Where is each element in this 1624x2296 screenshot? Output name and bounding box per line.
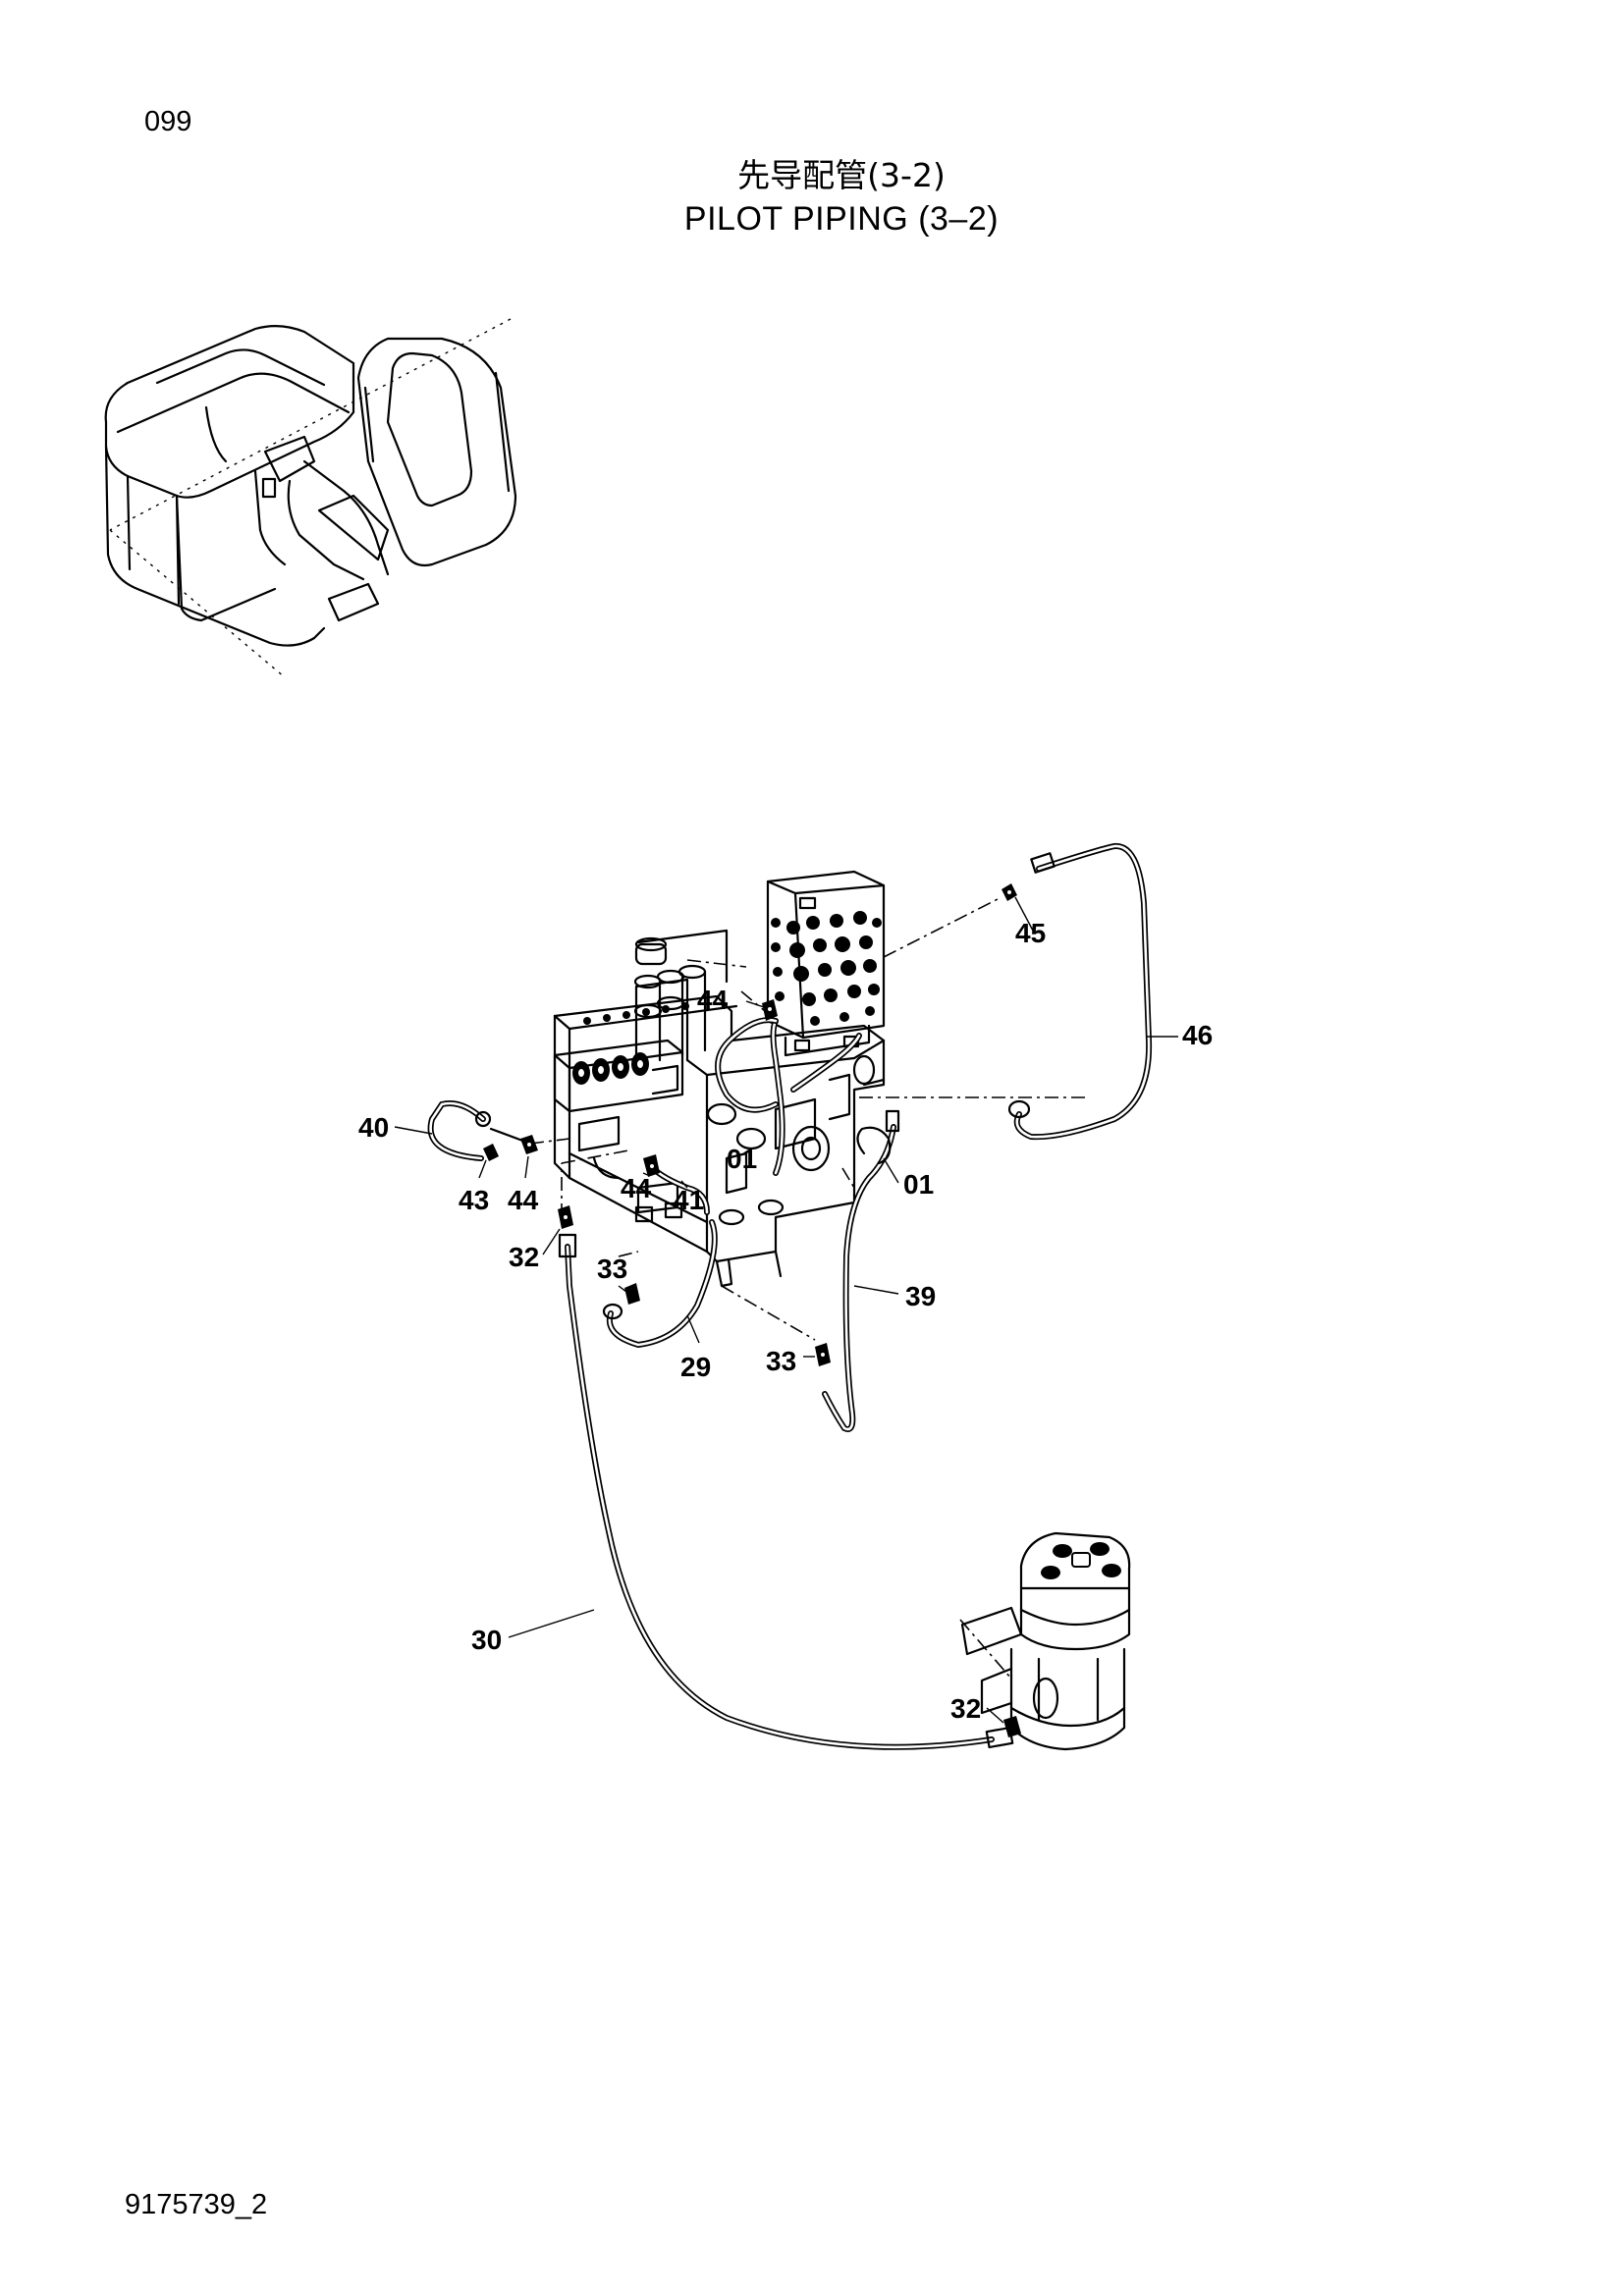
callout-39: 39 (905, 1281, 936, 1311)
callout-44-left: 44 (508, 1185, 539, 1215)
fitting-33-lower (815, 1343, 831, 1366)
callout-01-center: 01 (727, 1144, 757, 1174)
leader-lines (394, 896, 1178, 1724)
diagram-title-chinese: 先导配管(3-2) (737, 156, 946, 194)
pilot-device-lower (960, 1531, 1131, 1751)
callout-33-lower: 33 (766, 1346, 796, 1376)
callout-01-right: 01 (903, 1169, 934, 1200)
fitting-45 (1001, 883, 1017, 901)
fitting-44-top (762, 999, 778, 1021)
callout-32-lower: 32 (950, 1693, 981, 1724)
fitting-32-lower (1003, 1716, 1021, 1737)
document-code: 9175739_2 (125, 2189, 268, 2220)
page-number: 099 (144, 106, 192, 137)
fittings (483, 883, 1021, 1737)
callout-44-top: 44 (697, 985, 729, 1015)
callout-41: 41 (674, 1185, 704, 1215)
fitting-33-upper (624, 1283, 640, 1305)
fitting-43 (483, 1144, 499, 1161)
callout-32-upper: 32 (509, 1242, 539, 1272)
piping-hoses (427, 843, 1153, 1750)
callout-30: 30 (471, 1625, 502, 1655)
fitting-32-upper (558, 1205, 573, 1229)
diagram-title-english: PILOT PIPING (3–2) (683, 200, 1000, 238)
callout-33-upper: 33 (597, 1254, 627, 1284)
callout-40: 40 (358, 1112, 389, 1143)
callout-45: 45 (1015, 918, 1046, 948)
callout-43: 43 (459, 1185, 489, 1215)
fitting-44-left (520, 1135, 538, 1154)
callout-29: 29 (680, 1352, 711, 1382)
excavator-locator-thumbnail (104, 318, 517, 678)
fitting-44-mid (643, 1154, 660, 1177)
callout-46: 46 (1182, 1020, 1213, 1050)
control-valve-assembly (553, 929, 886, 1288)
callout-44-mid: 44 (621, 1173, 652, 1203)
callouts: 45 46 44 40 43 44 44 41 01 01 32 33 29 3… (358, 918, 1213, 1724)
